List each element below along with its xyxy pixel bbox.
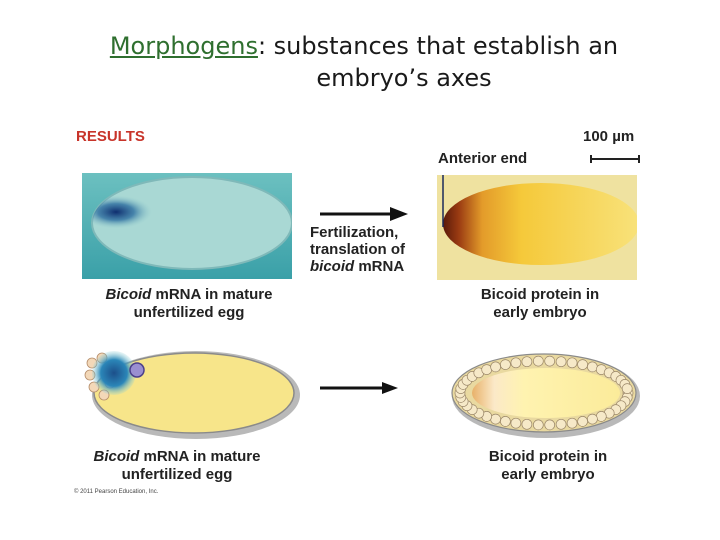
scale-label: 100 µm [583, 128, 635, 145]
caption-line-1: Bicoid protein in [488, 448, 608, 465]
blastoderm-cell [544, 355, 556, 367]
blastoderm-cell [587, 361, 598, 373]
arrow-text-italic: bicoid [310, 258, 355, 275]
blastoderm-cell [510, 357, 522, 369]
top-left-caption: Bicoid mRNA in mature unfertilized egg [84, 286, 294, 322]
blastoderm-cells [454, 355, 634, 431]
blastoderm-cell [544, 419, 556, 431]
title-keyword: Morphogens [109, 32, 258, 60]
blastoderm-cell [595, 411, 607, 422]
copyright-notice: © 2011 Pearson Education, Inc. [74, 489, 159, 495]
caption-italic: Bicoid [105, 286, 152, 303]
arrow-text-line-1: Fertilization, [310, 224, 399, 241]
blastoderm-cell [587, 413, 598, 425]
caption-line-1: Bicoid protein in [480, 286, 600, 303]
blastoderm-cell [481, 364, 493, 375]
bottom-left-caption: Bicoid mRNA in mature unfertilized egg [72, 448, 282, 484]
arrow-icon-top [320, 207, 408, 221]
caption-line-2: unfertilized egg [121, 466, 233, 483]
blastoderm-cell [490, 413, 501, 425]
embryo-illustration [451, 353, 640, 438]
scale-bar [590, 155, 640, 163]
blastoderm-cell [500, 359, 511, 370]
results-label: RESULTS [76, 128, 145, 145]
arrow-icon-bottom [320, 382, 398, 394]
blastoderm-cell [555, 356, 567, 368]
blastoderm-cell [490, 361, 501, 373]
blastoderm-cell [532, 355, 544, 367]
blastoderm-cell [621, 383, 633, 394]
top-right-caption: Bicoid protein in early embryo [440, 286, 640, 322]
bottom-right-caption: Bicoid protein in early embryo [448, 448, 648, 484]
embryo-protein-photo [437, 175, 637, 280]
egg-illustration [84, 351, 300, 439]
title-line-2: embryo’s axes [316, 64, 492, 92]
caption-line-1: mRNA in mature [151, 286, 273, 303]
title-line-1-rest: : substances that establish an [257, 32, 619, 60]
nucleus-icon [129, 362, 145, 378]
caption-line-1: mRNA in mature [139, 448, 261, 465]
blastoderm-cell [521, 418, 533, 430]
blastoderm-cell [521, 356, 533, 368]
caption-line-2: early embryo [501, 466, 595, 483]
arrow-description: Fertilization, translation of bicoid mRN… [310, 224, 405, 275]
caption-line-2: early embryo [493, 304, 587, 321]
blastoderm-cell [577, 359, 588, 370]
arrow-text-line-3: bicoid mRNA [310, 258, 405, 275]
anterior-end-label: Anterior end [438, 150, 528, 167]
slide-title: Morphogens: substances that establish an… [0, 30, 720, 94]
title-line-1: Morphogens: substances that establish an [0, 30, 720, 62]
blastoderm-cell [566, 417, 578, 429]
blastoderm-cell [566, 357, 578, 369]
blastoderm-cell [577, 416, 588, 427]
blastoderm-cell [500, 416, 511, 427]
blastoderm-cell [510, 417, 522, 429]
blastoderm-cell [532, 419, 544, 431]
arrow-text-rest: mRNA [354, 258, 405, 275]
caption-italic: Bicoid [93, 448, 140, 465]
egg-mrna-photo [82, 173, 292, 279]
arrow-text-line-2: translation of [310, 241, 406, 258]
caption-line-2: unfertilized egg [133, 304, 245, 321]
blastoderm-cell [555, 418, 567, 430]
